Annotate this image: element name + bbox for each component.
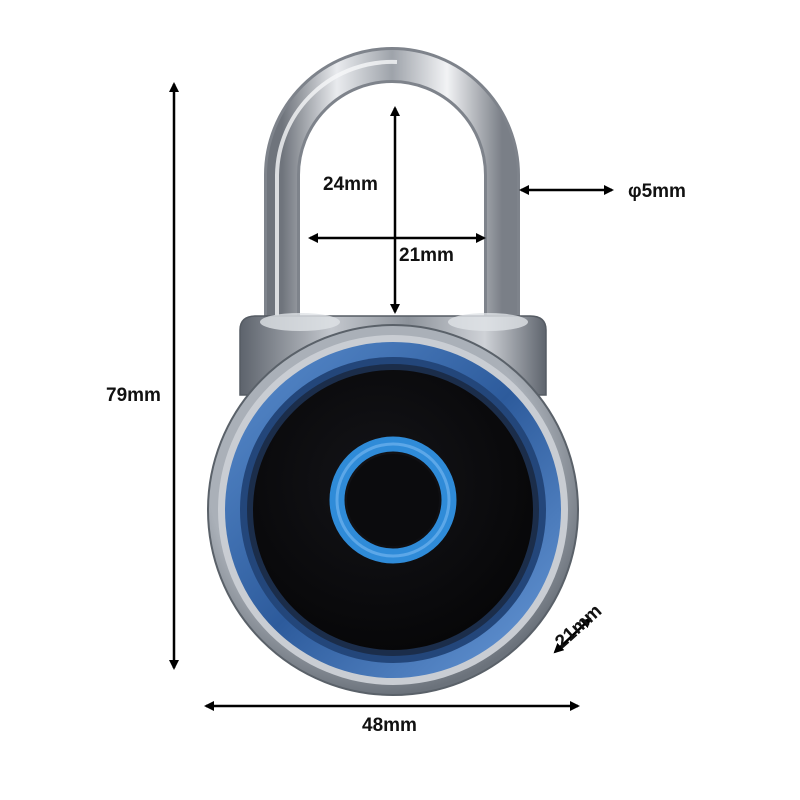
dimension-lines [169, 82, 614, 711]
shackle-clearance-label: 24mm [323, 174, 378, 195]
shackle-width-label: 21mm [399, 245, 454, 266]
shackle-diameter-label: φ5mm [628, 181, 686, 202]
fingerprint-sensor [329, 436, 457, 564]
height-label: 79mm [106, 385, 161, 406]
depth-arrow [553, 617, 592, 654]
shackle [264, 47, 520, 330]
width-label: 48mm [362, 715, 417, 736]
